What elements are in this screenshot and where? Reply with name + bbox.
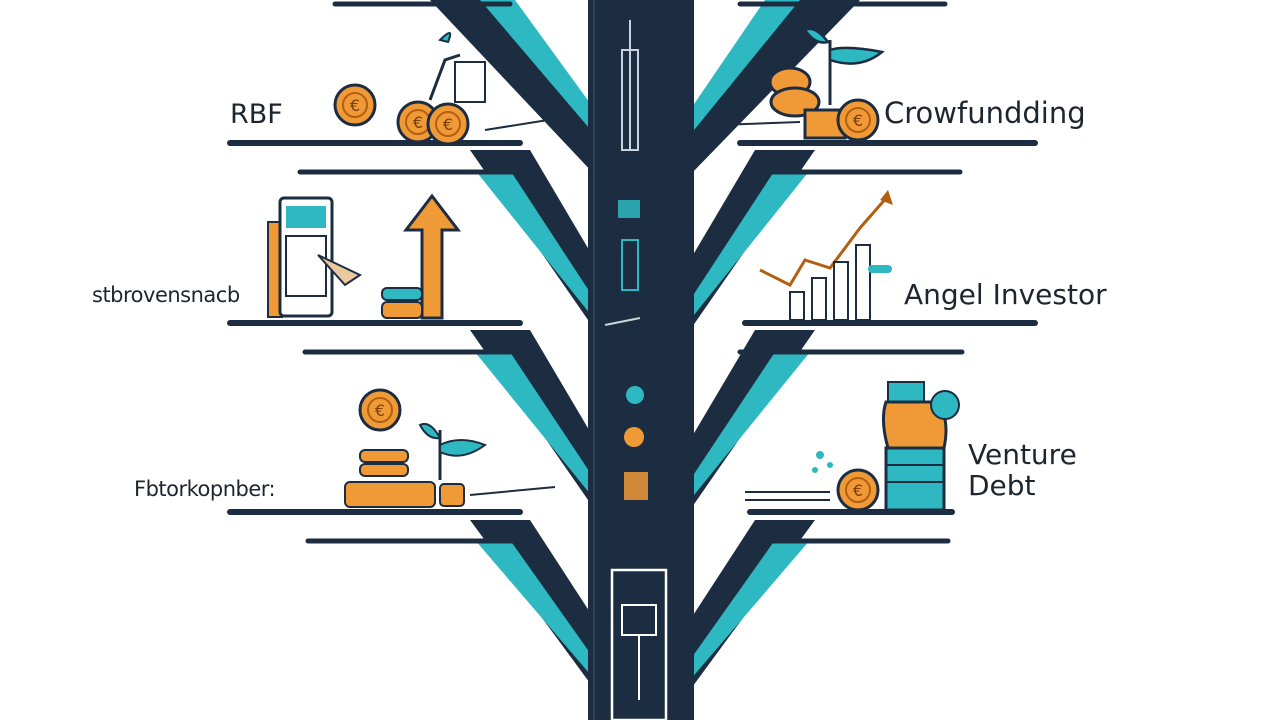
tree-trunk: [588, 0, 694, 722]
bottle-coin-illustration: [745, 381, 960, 512]
label-left-bottom: Fbtorkopnber:: [134, 477, 276, 501]
label-rbf: RBF: [230, 99, 283, 130]
growth-chart-illustration: [759, 190, 893, 321]
shelves: [227, 1, 1038, 544]
label-angel-investor: Angel Investor: [904, 278, 1107, 311]
label-crowdfunding: Crowfundding: [884, 96, 1086, 130]
tree-branches: [430, 0, 860, 690]
coin-stack-plant-illustration: [344, 388, 556, 508]
label-left-middle: stbrovensnacb: [92, 283, 240, 307]
label-venture-debt: Venture Debt: [968, 438, 1077, 502]
calculator-arrow-illustration: [267, 193, 462, 320]
rbf-coins-illustration: [333, 32, 549, 146]
crowdfunding-plant-illustration: [717, 27, 885, 142]
